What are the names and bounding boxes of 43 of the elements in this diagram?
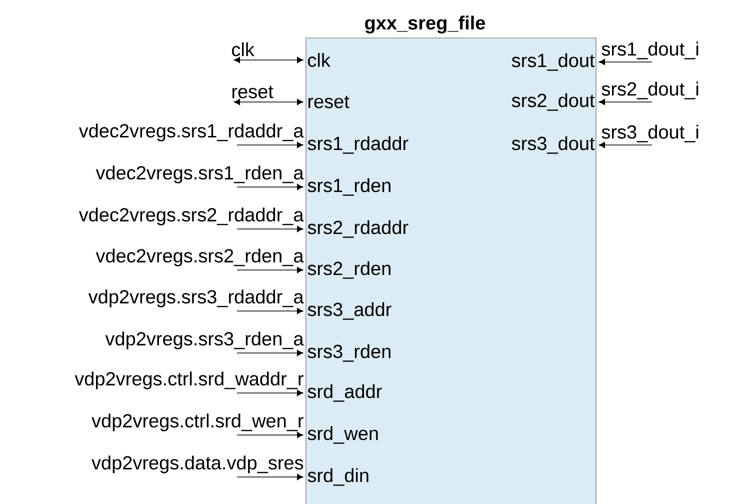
signal-label: clk: [230, 40, 256, 58]
arrow: [236, 390, 304, 396]
signal-label: vdp2vregs.data.vdp_sres: [90, 454, 305, 475]
arrow: [236, 432, 304, 438]
arrow: [236, 184, 304, 190]
port-label: srs2_rden: [308, 261, 390, 279]
arrow: [236, 142, 304, 148]
signal-label: vdp2vregs.srs3_rden_a: [104, 330, 305, 351]
arrow: [236, 308, 304, 314]
port-label: srs3_rden: [308, 344, 390, 362]
arrow: [598, 142, 652, 148]
signal-label: vdec2vregs.srs1_rdaddr_a: [78, 122, 305, 143]
port-label: reset: [308, 96, 350, 108]
arrow: [236, 226, 304, 232]
signal-label: vdec2vregs.srs1_rden_a: [94, 164, 305, 185]
port-label: srs1_rden: [308, 178, 390, 196]
signal-label: srs2_dout_i: [600, 80, 700, 101]
signal-label: vdp2vregs.ctrl.srd_waddr_r: [74, 370, 305, 391]
signal-label: vdec2vregs.srs2_rdaddr_a: [78, 206, 305, 227]
signal-label: vdp2vregs.ctrl.srd_wen_r: [90, 412, 305, 433]
signal-label: srs3_dout_i: [600, 123, 700, 144]
signal-label: srs1_dout_i: [600, 40, 700, 61]
port-label: srd_wen: [308, 426, 378, 444]
arrow: [598, 98, 652, 106]
port-label: srd_addr: [308, 384, 382, 402]
port-label: srs1_rdaddr: [308, 136, 408, 154]
port-label: clk: [308, 53, 330, 67]
signal-label: vdp2vregs.srs3_rdaddr_a: [87, 288, 305, 309]
port-label: srs2_dout: [512, 93, 595, 111]
port-label: srs2_rdaddr: [308, 220, 408, 238]
port-label: srs3_dout: [512, 136, 595, 154]
arrow: [236, 474, 304, 480]
node-label: gxx_sreg_file: [365, 16, 486, 34]
port-label: srd_din: [308, 468, 368, 486]
signal-label: vdec2vregs.srs2_rden_a: [94, 247, 305, 268]
arrow: [598, 58, 652, 66]
arrow: [236, 266, 304, 274]
port-label: srs1_dout: [512, 53, 595, 71]
arrow: [234, 98, 304, 106]
signal-label: reset: [230, 84, 274, 100]
port-label: srs3_addr: [308, 302, 392, 320]
arrow: [234, 56, 304, 64]
arrow: [236, 350, 304, 356]
